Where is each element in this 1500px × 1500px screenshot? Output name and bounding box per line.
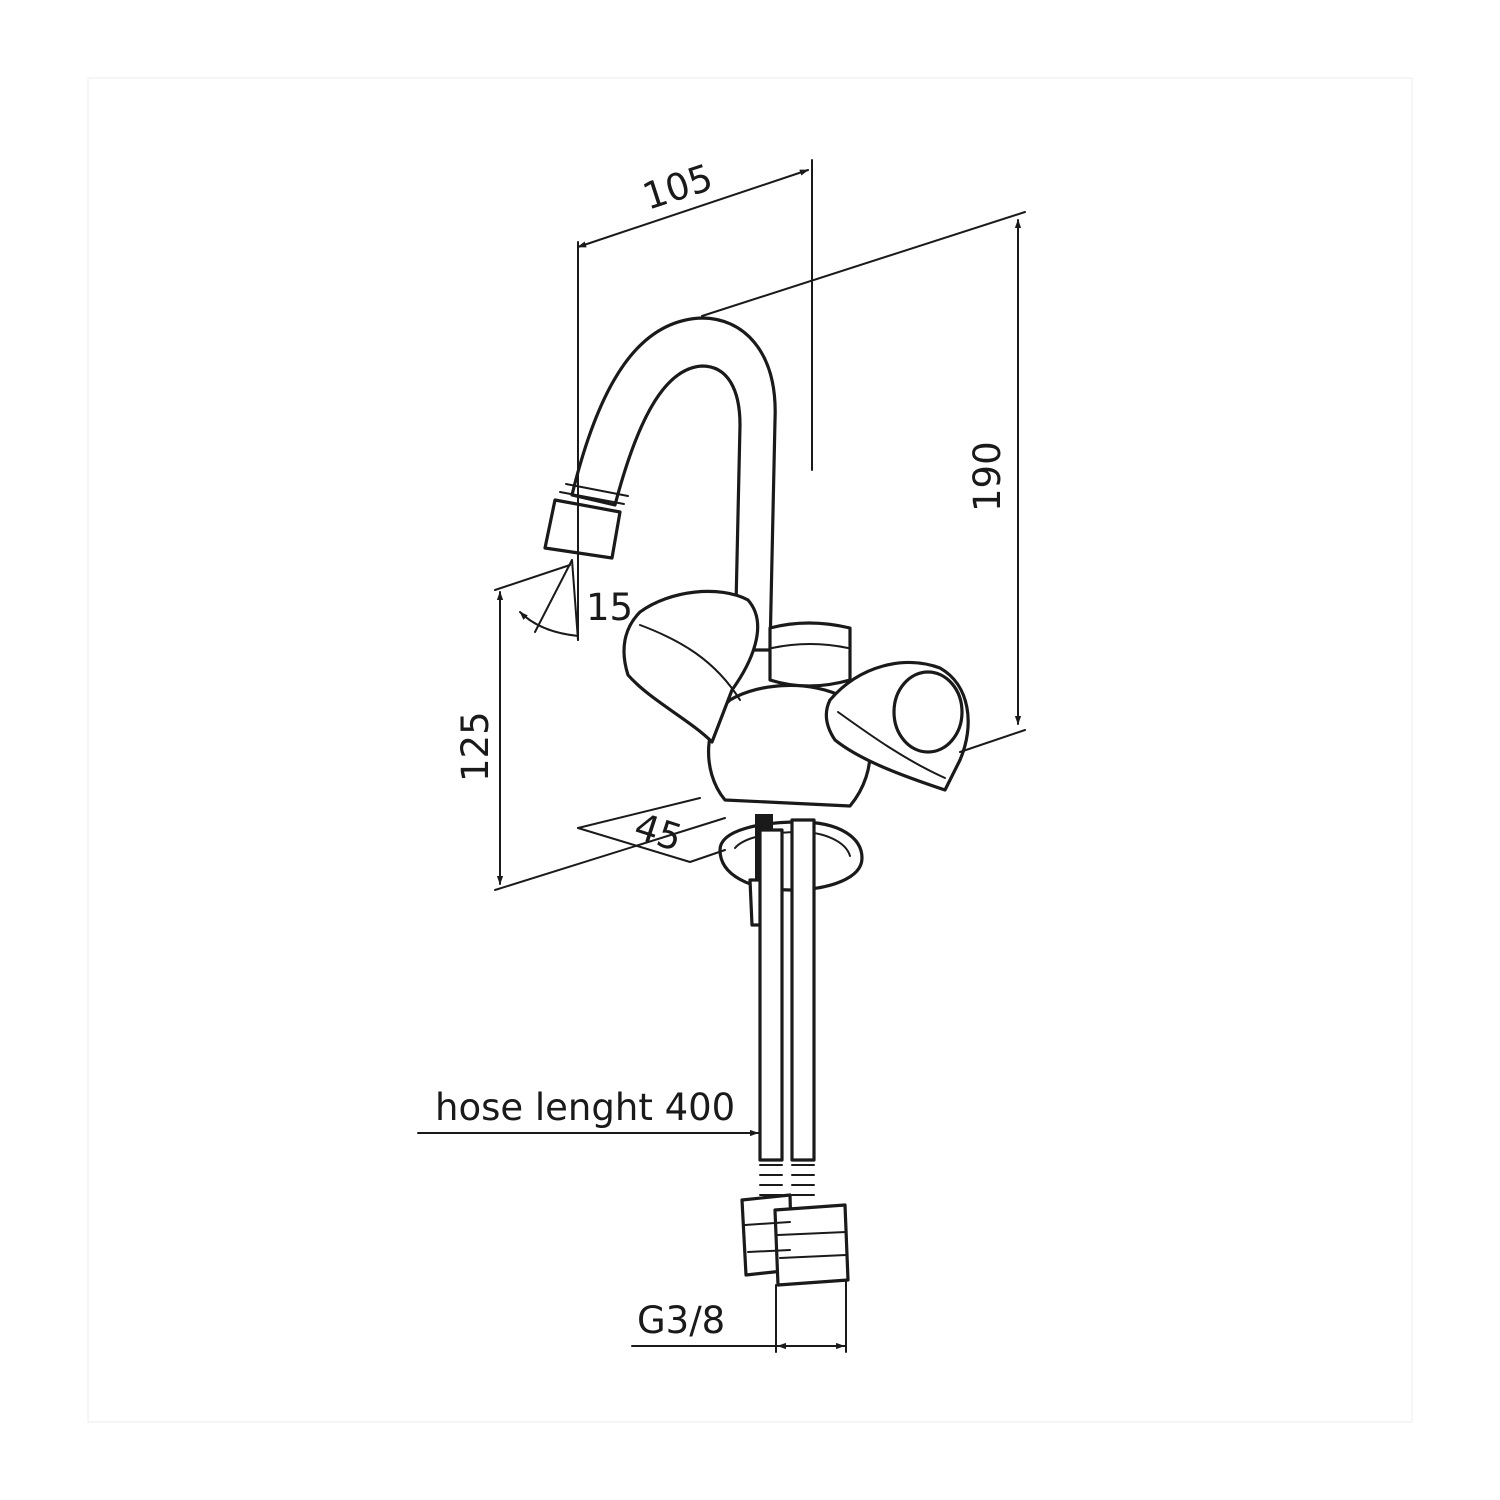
hose-length-label: hose lenght 400 — [435, 1086, 735, 1129]
thread-label: G3/8 — [637, 1299, 725, 1342]
dim-label-15: 15 — [586, 586, 633, 629]
ext-line-125-bottom — [494, 817, 726, 891]
faucet-outline — [543, 179, 970, 1287]
ext-line-125-top — [494, 564, 571, 591]
hose-ribs — [759, 1164, 815, 1196]
hose-nut-right — [773, 1203, 850, 1287]
ext-line-190-bottom — [959, 729, 1026, 753]
dim-line-45 — [577, 827, 726, 863]
collar-line — [771, 643, 849, 649]
spout — [570, 316, 777, 652]
ext-line-190-top — [701, 211, 1026, 317]
hose-nut-lines — [744, 1221, 847, 1259]
aerator-ring — [559, 491, 625, 505]
hose-right — [790, 818, 816, 1162]
angle-line-15-b — [534, 559, 573, 633]
right-handle-facet — [837, 711, 946, 779]
hose-left — [758, 828, 784, 1162]
spout-collar — [768, 621, 852, 688]
aerator — [543, 498, 622, 560]
right-handle-cap — [892, 670, 964, 754]
dim-label-105: 105 — [637, 156, 717, 219]
ext-line-45 — [577, 797, 701, 829]
page-frame — [87, 77, 1413, 1423]
dim-label-125: 125 — [454, 711, 497, 782]
dim-line-105 — [577, 169, 809, 248]
dimension-lines — [417, 159, 1026, 1353]
angle-arc-15 — [519, 611, 579, 637]
dim-label-190: 190 — [966, 441, 1009, 512]
left-handle-facet — [639, 624, 741, 701]
angle-line-15-a — [571, 559, 579, 641]
aerator-ring-2 — [565, 483, 629, 497]
